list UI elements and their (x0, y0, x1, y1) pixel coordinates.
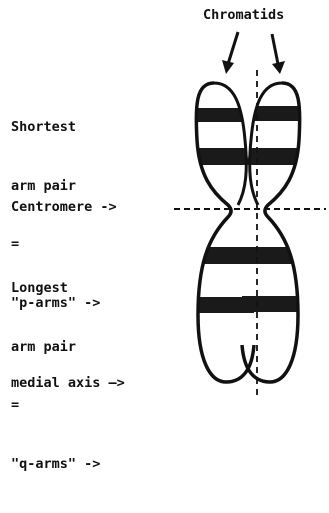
band (236, 247, 306, 264)
band (236, 106, 306, 121)
chromosome-diagram: Chromatids Shortest arm pair = "p-arms" … (0, 0, 329, 402)
q-arms-line: Longest (11, 279, 100, 299)
right-chromatid (236, 83, 306, 382)
left-chromatid (190, 83, 260, 382)
chromatid-arrows (222, 32, 285, 74)
band (190, 108, 260, 122)
q-arms-line: = (11, 396, 100, 416)
q-arms-line: "q-arms" -> (11, 455, 100, 475)
p-arms-line: Shortest (11, 118, 100, 138)
centromere-label: Centromere -> (11, 198, 117, 218)
p-arms-line: arm pair (11, 177, 100, 197)
medial-axis-label: medial axis —> (11, 374, 125, 394)
q-arms-line: arm pair (11, 338, 100, 358)
chromatids-label: Chromatids (203, 6, 284, 26)
band (236, 296, 306, 312)
